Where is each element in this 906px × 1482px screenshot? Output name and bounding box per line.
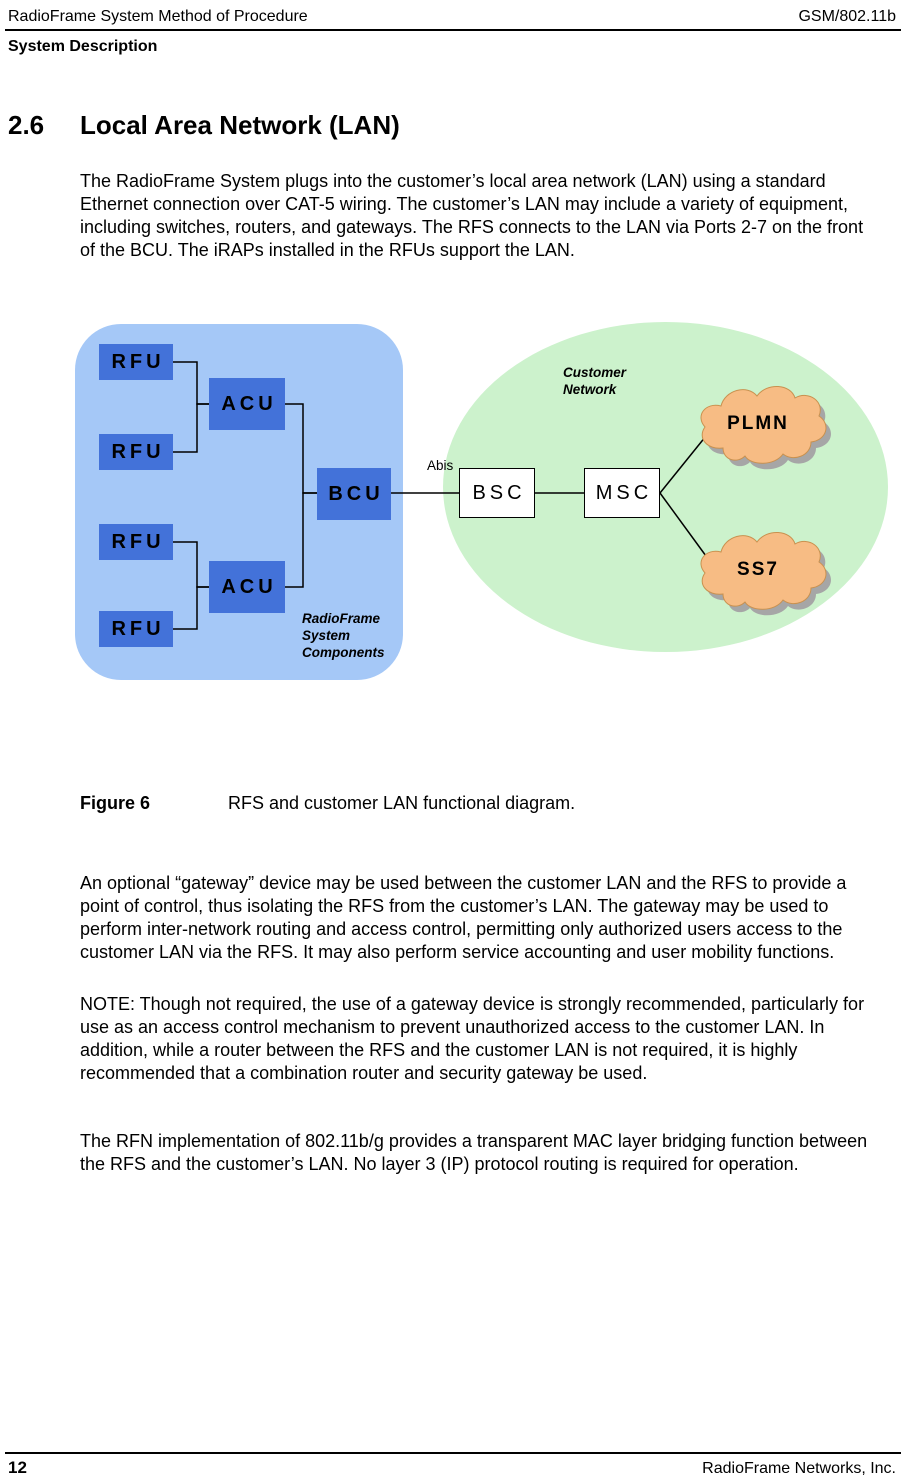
footer-page-number: 12 <box>8 1458 27 1477</box>
header-doc-code: GSM/802.11b <box>798 8 896 25</box>
node-bcu: BCU <box>317 468 391 520</box>
node-rfu-1: RFU <box>99 344 173 380</box>
node-rfu-3: RFU <box>99 524 173 560</box>
figure-diagram: RFU RFU RFU RFU ACU ACU BCU BSC MSC PLMN… <box>0 322 906 690</box>
node-bsc: BSC <box>459 468 535 518</box>
section-title: Local Area Network (LAN) <box>80 110 400 140</box>
label-rfs-components: RadioFrame System Components <box>302 610 385 661</box>
cloud-plmn-label: PLMN <box>727 413 789 434</box>
footer-company: RadioFrame Networks, Inc. <box>702 1460 896 1477</box>
section-number: 2.6 <box>8 110 45 140</box>
paragraph-note: NOTE: Though not required, the use of a … <box>80 994 865 1083</box>
label-line: System <box>302 628 351 643</box>
node-rfu-4: RFU <box>99 611 173 647</box>
section-heading: 2.6 Local Area Network (LAN) <box>8 110 400 141</box>
figure-caption: Figure 6 RFS and customer LAN functional… <box>80 793 575 814</box>
header-doc-title: RadioFrame System Method of Procedure <box>8 8 308 25</box>
cloud-ss7-label: SS7 <box>737 559 779 580</box>
label-line: Components <box>302 645 385 660</box>
node-msc: MSC <box>584 468 660 518</box>
paragraph-rfn: The RFN implementation of 802.11b/g prov… <box>80 1131 868 1174</box>
label-customer-network: Customer Network <box>563 364 626 398</box>
node-acu-1: ACU <box>209 378 285 430</box>
node-rfu-2: RFU <box>99 434 173 470</box>
paragraph-intro: The RadioFrame System plugs into the cus… <box>80 171 864 260</box>
label-abis: Abis <box>427 458 454 473</box>
node-acu-2: ACU <box>209 561 285 613</box>
connector-lines <box>173 361 707 630</box>
label-line: RadioFrame <box>302 611 381 626</box>
figure-label: Figure 6 <box>80 793 151 813</box>
label-line: Customer <box>563 365 627 380</box>
page-header: RadioFrame System Method of Procedure GS… <box>8 8 896 26</box>
header-divider <box>5 29 901 31</box>
footer-divider <box>5 1452 901 1454</box>
paragraph-gateway: An optional “gateway” device may be used… <box>80 873 847 962</box>
figure-caption-text: RFS and customer LAN functional diagram. <box>228 793 576 813</box>
label-line: Network <box>563 382 617 397</box>
header-section-label: System Description <box>8 38 158 55</box>
diagram-connectors <box>173 361 831 630</box>
